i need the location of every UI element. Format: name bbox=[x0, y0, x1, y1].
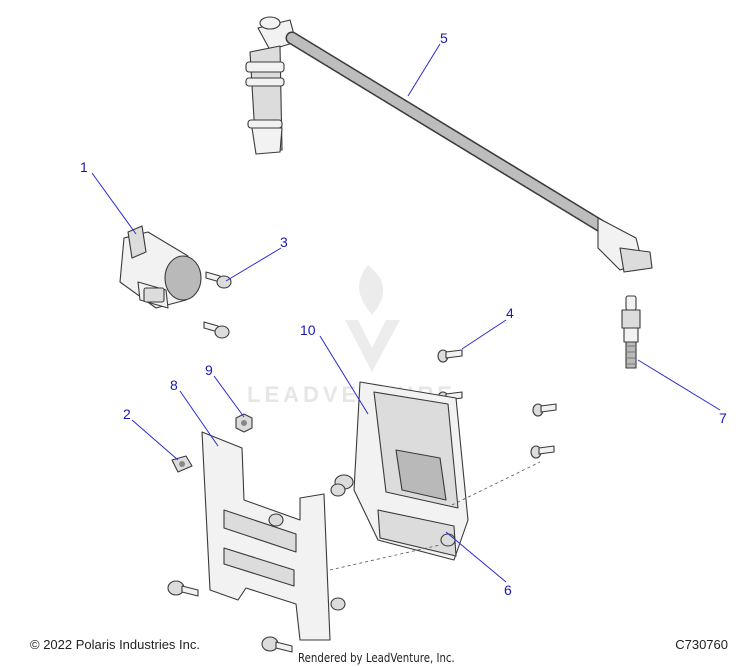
ignition-lead bbox=[245, 16, 653, 273]
callout-3: 3 bbox=[280, 234, 288, 250]
hex-nut bbox=[235, 413, 253, 433]
leadventure-watermark: LEADVENTURE bbox=[247, 265, 452, 407]
ignition-coil bbox=[119, 225, 202, 309]
callout-5: 5 bbox=[440, 30, 448, 46]
callout-2: 2 bbox=[123, 406, 131, 422]
callout-1: 1 bbox=[80, 159, 88, 175]
callout-10: 10 bbox=[300, 322, 316, 338]
spark-plug bbox=[621, 295, 641, 369]
drawing-number: C730760 bbox=[675, 637, 728, 652]
rendered-by-credit: Rendered by LeadVenture, Inc. bbox=[298, 651, 455, 665]
callout-8: 8 bbox=[170, 377, 178, 393]
callout-leaders bbox=[91, 43, 721, 583]
callout-labels: 1 2 3 4 5 6 7 8 9 10 bbox=[80, 30, 727, 598]
callout-9: 9 bbox=[205, 362, 213, 378]
ecu-bracket bbox=[167, 431, 441, 653]
callout-6: 6 bbox=[504, 582, 512, 598]
copyright-notice: © 2022 Polaris Industries Inc. bbox=[30, 637, 200, 652]
callout-4: 4 bbox=[506, 305, 514, 321]
ecu-module bbox=[334, 381, 541, 561]
callout-7: 7 bbox=[719, 410, 727, 426]
coil-bolts bbox=[203, 271, 232, 339]
mounting-bolt bbox=[171, 455, 193, 473]
